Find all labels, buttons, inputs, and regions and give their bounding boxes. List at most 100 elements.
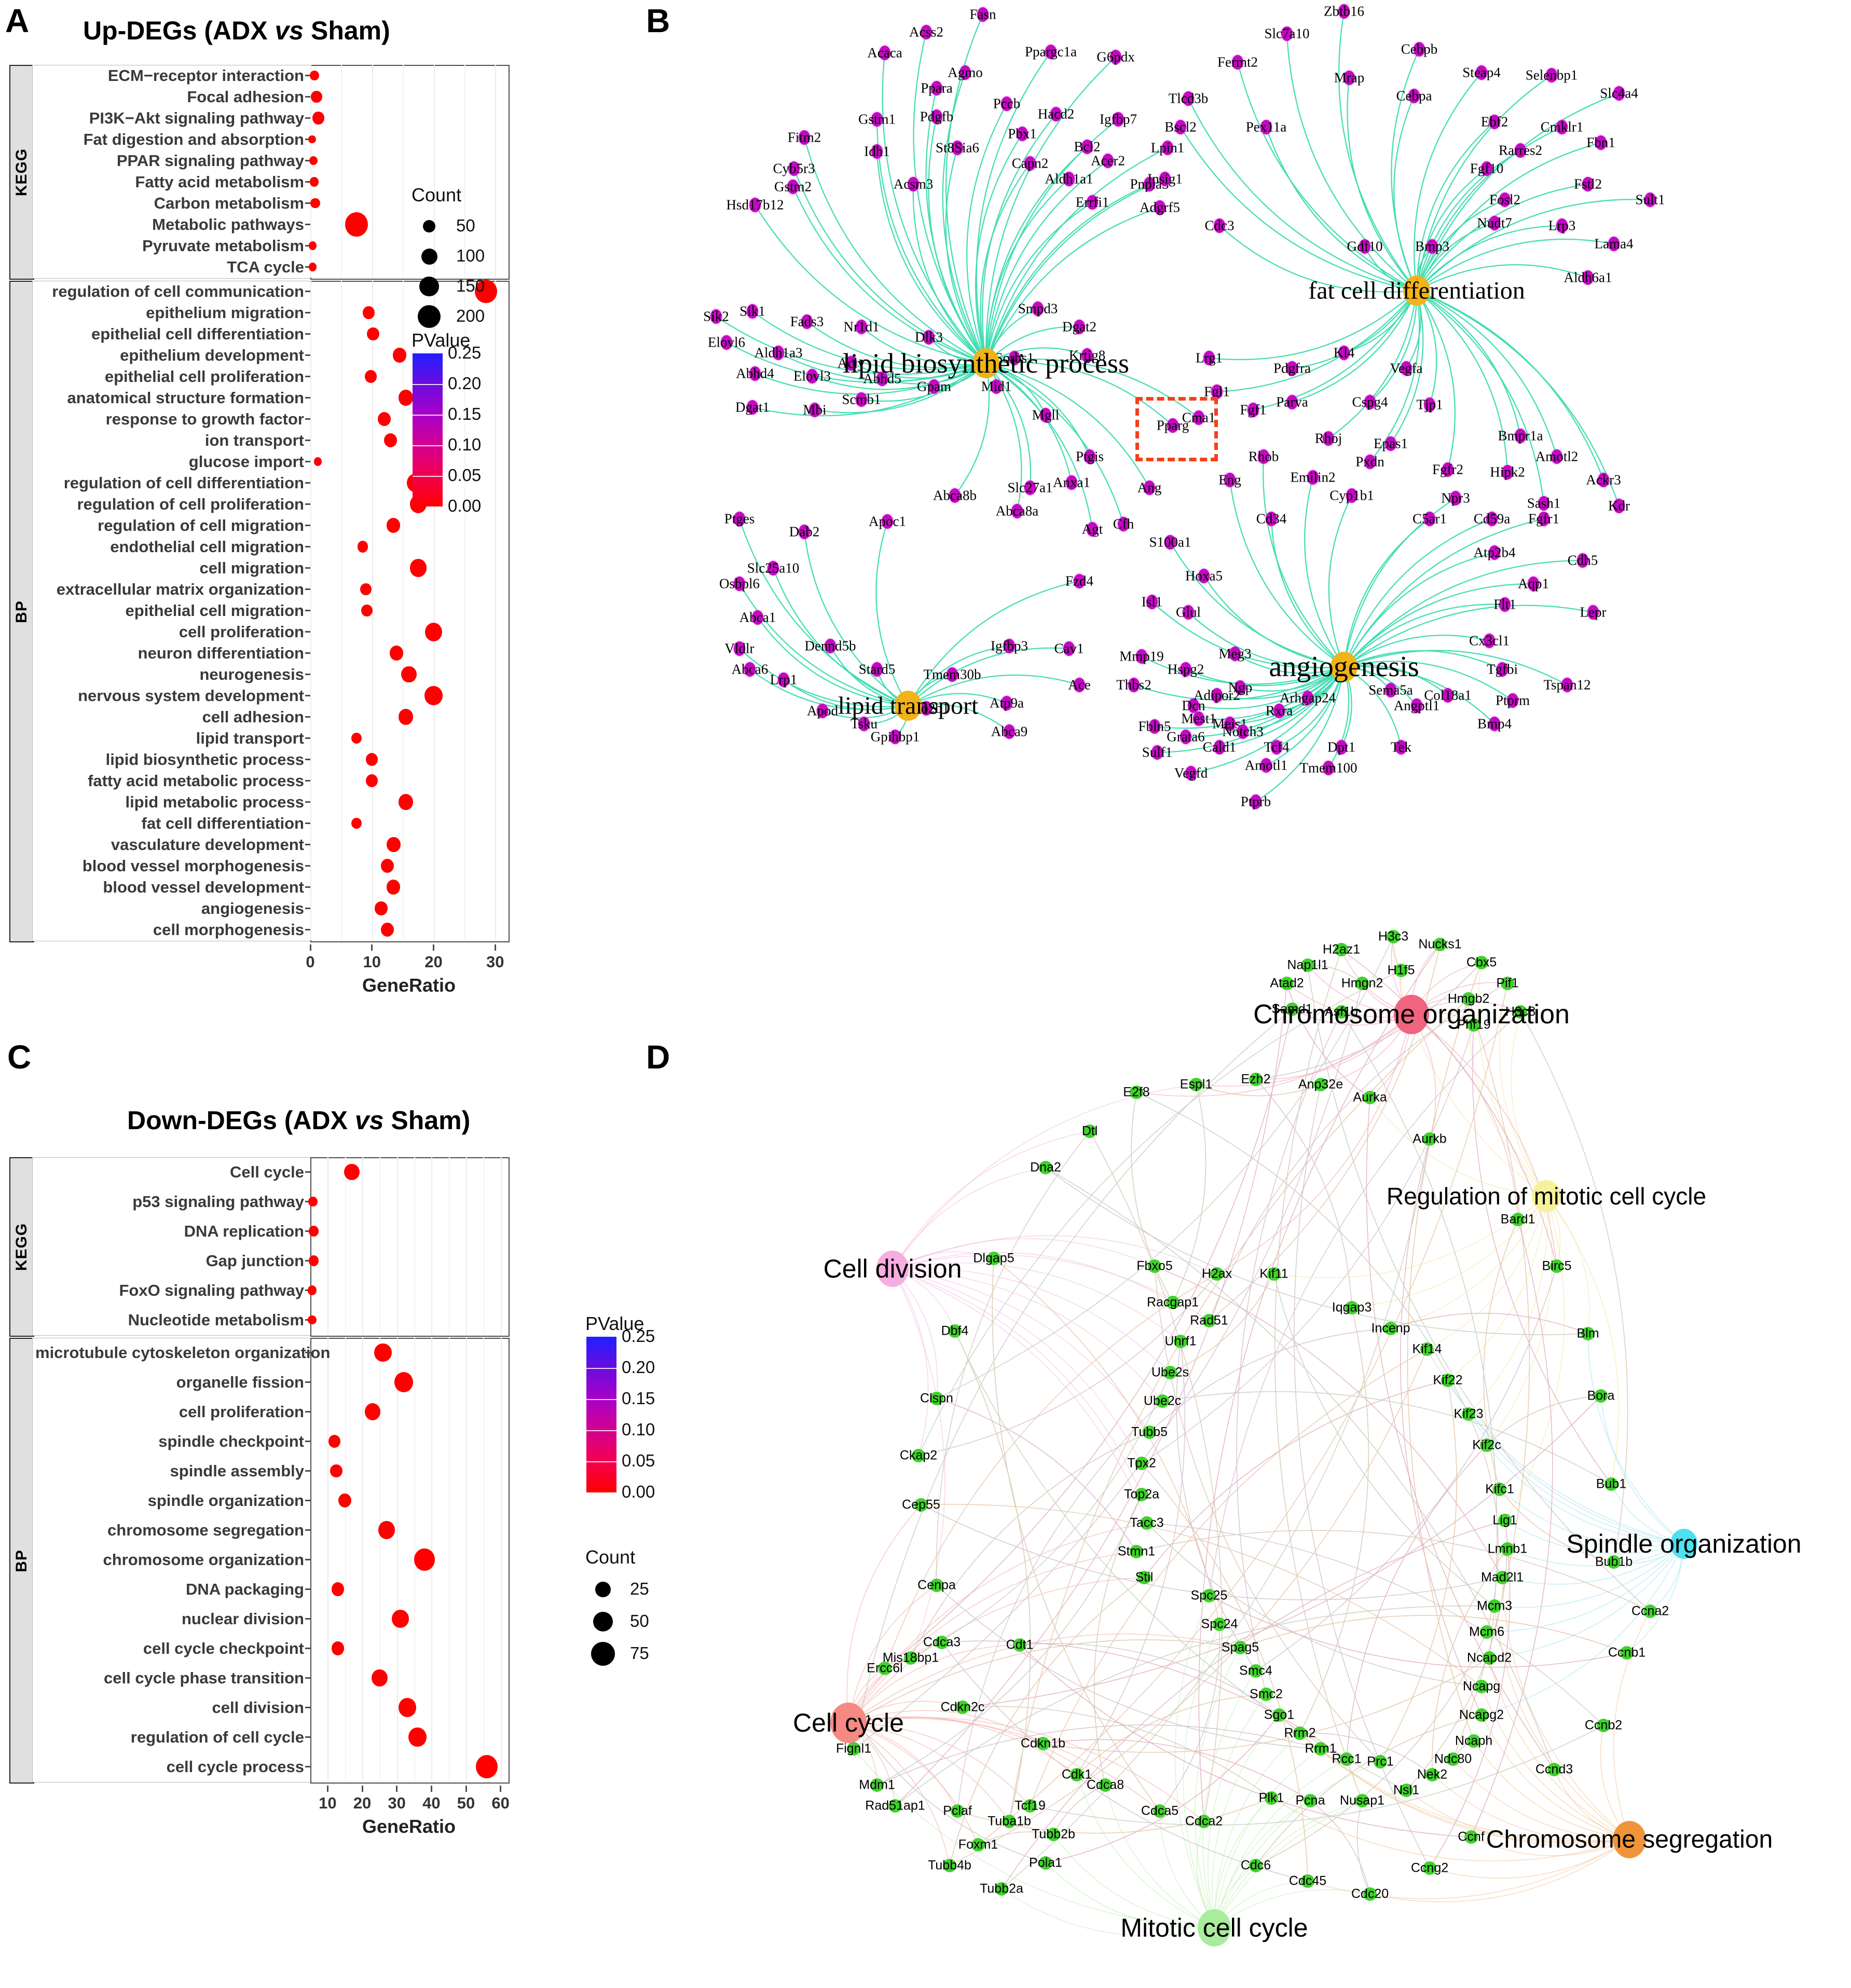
x-axis-tick (371, 944, 373, 951)
plotC-label-region-1 (32, 1338, 311, 1783)
axis-tick (305, 525, 310, 526)
gene-node (801, 314, 813, 329)
gene-node (1144, 177, 1155, 191)
gene-node-label: Cebpb (1401, 41, 1438, 57)
gene-node-label: Mcm3 (1476, 1598, 1513, 1613)
gene-node-label: Cspg4 (1352, 394, 1388, 410)
gene-node-label: Mid1 (981, 378, 1012, 394)
count-legend-label: 25 (630, 1579, 649, 1598)
axis-tick (305, 1470, 310, 1472)
dotplot-row-label: Fatty acid metabolism (135, 172, 304, 191)
gene-node-label: Abca1 (739, 609, 776, 625)
gene-node (1188, 698, 1199, 713)
gene-node (778, 673, 789, 687)
gene-node (1146, 595, 1158, 609)
axis-tick (305, 1319, 310, 1321)
gene-node (1613, 86, 1625, 101)
gene-node-label: Meg3 (1218, 646, 1252, 662)
network-edge (1209, 290, 1417, 361)
gene-node-label: Glul (1175, 604, 1201, 620)
dotplot-row-label: cell division (212, 1698, 304, 1717)
dotplot-row-label: spindle assembly (170, 1461, 304, 1480)
gene-node (1024, 156, 1036, 171)
network-edge (1393, 95, 1418, 291)
axis-tick (305, 631, 310, 633)
gene-node-label: Fgl1 (1204, 383, 1230, 400)
gene-node (1260, 120, 1272, 134)
panel-b-letter: B (646, 2, 670, 39)
gridline-v (466, 1157, 467, 1335)
dotplot-point (360, 583, 372, 596)
network-edge-mesh (936, 1398, 1137, 1552)
gene-node-label: Notch3 (1222, 723, 1264, 739)
gene-node-label: Emilin2 (1290, 469, 1336, 485)
gene-node (1258, 449, 1269, 464)
gene-node (1414, 42, 1425, 57)
x-axis-tick-label: 20 (424, 953, 443, 971)
network-edge-mesh (1009, 998, 1469, 1822)
gene-node-label: Sik1 (739, 303, 765, 319)
axis-tick (305, 482, 310, 484)
network-edge (980, 163, 1031, 364)
gene-node (1232, 55, 1243, 70)
gene-node-label: Flt1 (1493, 596, 1516, 612)
gene-node (1401, 361, 1412, 376)
gene-node-label: Pccb (993, 95, 1021, 112)
plotC-plot-region-kegg (310, 1157, 510, 1337)
network-edge (1203, 575, 1345, 668)
dotplot-point (391, 1609, 409, 1628)
network-edge (876, 151, 986, 364)
network-edge-mesh (884, 1009, 1293, 1669)
gene-node-label: Abca8a (995, 503, 1039, 519)
axis-tick (305, 822, 310, 824)
network-edge-mesh (1146, 1523, 1482, 1687)
dotplot-row-label: fatty acid metabolic process (88, 771, 304, 790)
gene-node-label: Fitm2 (787, 129, 821, 145)
gene-node (928, 379, 940, 394)
network-edge (1416, 238, 1614, 291)
gene-node (1281, 26, 1293, 41)
network-edge (1343, 604, 1505, 667)
network-edge (1416, 126, 1562, 291)
axis-tick (305, 546, 310, 547)
network-edge-mesh (949, 1349, 1428, 1866)
gene-node-label: Dbf4 (941, 1323, 969, 1338)
gene-node (1011, 504, 1023, 518)
axis-tick (305, 610, 310, 611)
gene-node-label: Arhgap24 (1280, 690, 1336, 706)
network-edge-mesh (1076, 1694, 1267, 1775)
gene-node (1364, 395, 1376, 409)
network-edge-mesh (1146, 1523, 1482, 1687)
network-edge (945, 14, 987, 364)
network-edge (1416, 290, 1509, 473)
gene-node-label: Cd59a (1473, 511, 1511, 527)
gene-node-label: Iqgap3 (1332, 1300, 1372, 1315)
gridline-v-minor (414, 1157, 415, 1335)
network-edge (1343, 518, 1492, 667)
gene-node-label: Ccnb2 (1584, 1718, 1623, 1733)
gene-node-label: Cdca5 (1141, 1803, 1179, 1818)
network-edge (1216, 666, 1345, 700)
gene-node (752, 610, 763, 625)
gridline-v (310, 65, 311, 278)
gene-node-label: Pdgfra (1273, 360, 1311, 376)
gene-node-label: Tuba1b (988, 1814, 1031, 1829)
axis-tick (305, 929, 310, 930)
dotplot-row-label: chromosome segregation (107, 1520, 304, 1539)
gene-node (879, 46, 890, 60)
hub-node-label: Cell cycle (793, 1708, 904, 1737)
gene-node-label: Adipor2 (1194, 687, 1240, 703)
dotplot-row-label: regulation of cell proliferation (77, 495, 304, 513)
gene-node (1081, 348, 1093, 363)
network-edge (985, 207, 1160, 364)
gene-node (1074, 678, 1085, 692)
network-edge (1489, 1657, 1630, 1840)
dotplot-point (351, 817, 362, 829)
axis-tick (305, 266, 310, 268)
dotplot-row-label: nervous system development (78, 686, 304, 705)
network-edge (1343, 518, 1544, 667)
network-edge (1183, 1624, 1220, 1928)
gene-node-label: Spc25 (1190, 1588, 1228, 1603)
gene-node (1556, 120, 1568, 134)
network-edge (1416, 290, 1545, 504)
